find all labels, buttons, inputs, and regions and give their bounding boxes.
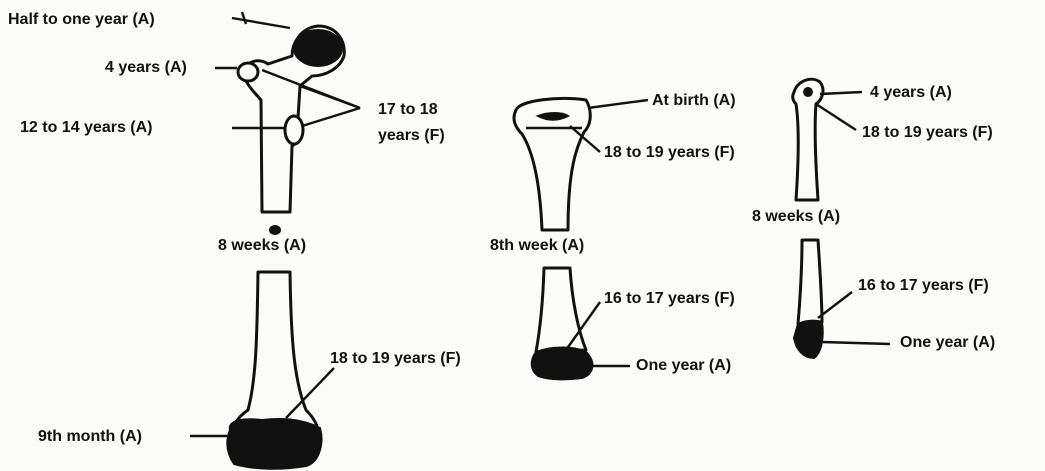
fibula-lower-fusion-label: 16 to 17 years (F)	[858, 277, 989, 295]
fibula-lower-outline	[798, 240, 822, 324]
lesser-trochanter-ossification	[285, 116, 303, 144]
lower-femur	[227, 272, 321, 469]
lower-femur-epiphysis-label: 9th month (A)	[38, 428, 142, 446]
shaft-ossification-dot	[270, 226, 280, 234]
tibia-upper-ossification	[538, 113, 568, 120]
tibia-upper-fusion-label: 18 to 19 years (F)	[604, 144, 735, 162]
femoral-head-ossification	[294, 30, 342, 66]
lower-femur-outline	[232, 272, 319, 440]
tibia-lower-appear-label: One year (A)	[636, 357, 731, 375]
tibia-upper	[514, 98, 590, 230]
fibula-upper-fusion-label: 18 to 19 years (F)	[862, 124, 993, 142]
tibia-upper-appear-label: At birth (A)	[652, 92, 736, 110]
lower-femur-epiphysis	[227, 419, 321, 469]
lower-femur-fusion-label: 18 to 19 years (F)	[330, 350, 461, 368]
fibula-upper-appear-label: 4 years (A)	[870, 84, 952, 102]
greater-trochanter-label: 4 years (A)	[105, 59, 187, 77]
upper-femur	[238, 26, 344, 234]
tibia-lower-epiphysis	[532, 348, 593, 380]
tibia-lower-fusion-label: 16 to 17 years (F)	[604, 290, 735, 308]
lesser-trochanter-label: 12 to 14 years (A)	[20, 119, 153, 137]
tibia-lower-outline	[536, 268, 586, 352]
femur-shaft-label: 8 weeks (A)	[218, 237, 306, 255]
fibula-upper	[793, 79, 823, 200]
fibula-lower-appear-label: One year (A)	[900, 334, 995, 352]
femur-fusion-label-line2: years (F)	[378, 127, 445, 145]
fibula-lower	[794, 240, 823, 358]
tibia-shaft-label: 8th week (A)	[490, 237, 584, 255]
fibula-lower-epiphysis	[794, 321, 823, 358]
femoral-head-label: Half to one year (A)	[8, 11, 155, 29]
fibula-shaft-label: 8 weeks (A)	[752, 208, 840, 226]
fibula-upper-outline	[793, 79, 823, 200]
femur-fusion-label-line1: 17 to 18	[378, 101, 438, 119]
greater-trochanter-ossification	[238, 63, 258, 81]
fibula-upper-ossification	[804, 88, 812, 96]
